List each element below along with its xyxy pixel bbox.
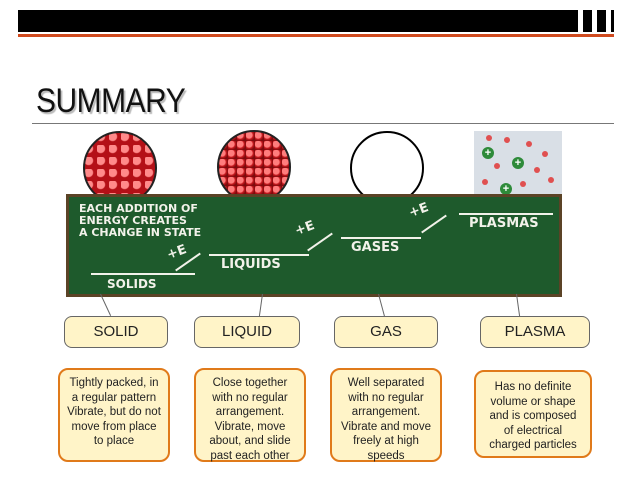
energy-arrow-icon [421, 214, 447, 234]
negative-charge-icon [548, 177, 554, 183]
description-line: past each other [210, 449, 290, 462]
title-underline [32, 123, 614, 124]
energy-arrow-label: +E [407, 200, 431, 221]
description-line: arrangement. [215, 406, 285, 418]
solid-particles-image [83, 131, 157, 205]
description-line: freely at high [353, 435, 419, 447]
board-heading: EACH ADDITION OF ENERGY CREATES A CHANGE… [79, 203, 201, 239]
negative-charge-icon [504, 137, 510, 143]
description-line: Close together [212, 377, 288, 389]
description-line: charged particles [489, 439, 577, 451]
top-bar [18, 10, 614, 32]
callout-gas: GAS [334, 316, 438, 348]
negative-charge-icon [482, 179, 488, 185]
description-line: Has no definite [494, 381, 572, 393]
negative-charge-icon [520, 181, 526, 187]
description-line: Well separated [347, 377, 425, 389]
description-line: Tightly packed, in [69, 377, 159, 389]
callout-pointer [258, 293, 263, 318]
callout-liquid: LIQUID [194, 316, 300, 348]
callout-solid: SOLID [64, 316, 168, 348]
description-line: a regular pattern [71, 391, 157, 404]
description-solid: Tightly packed, in a regular pattern Vib… [58, 368, 170, 462]
description-plasma: Has no definite volume or shape and is c… [474, 370, 592, 458]
negative-charge-icon [534, 167, 540, 173]
description-line: and is composed [489, 410, 577, 422]
chalkboard: EACH ADDITION OF ENERGY CREATES A CHANGE… [66, 194, 562, 297]
callout-pointer [100, 293, 112, 316]
description-liquid: Close together with no regular arrangeme… [194, 368, 306, 462]
board-state-solids: SOLIDS [107, 277, 157, 291]
accent-rule [18, 34, 614, 37]
board-heading-line: ENERGY CREATES [79, 214, 187, 227]
description-line: with no regular [348, 391, 424, 404]
description-line: to place [93, 435, 135, 447]
board-heading-line: A CHANGE IN STATE [79, 226, 202, 239]
negative-charge-icon [494, 163, 500, 169]
positive-charge-icon: + [512, 157, 524, 169]
bar-notch [592, 10, 597, 32]
negative-charge-icon [542, 151, 548, 157]
description-line: Vibrate, but do not [67, 406, 161, 418]
description-line: with no regular [212, 391, 288, 404]
slide-title: SUMMARY [36, 82, 186, 120]
plasmas-level-line [459, 213, 553, 215]
plasma-particles-image: + + + [474, 131, 562, 197]
description-line: Vibrate and move [341, 420, 431, 433]
negative-charge-icon [526, 141, 532, 147]
energy-arrow-label: +E [165, 242, 189, 263]
description-line: speeds [367, 449, 405, 462]
energy-arrow-label: +E [293, 218, 317, 239]
callout-plasma: PLASMA [480, 316, 590, 348]
callout-pointer [378, 293, 386, 318]
negative-charge-icon [486, 135, 492, 141]
bar-notch [606, 10, 611, 32]
description-line: volume or shape [490, 395, 576, 408]
bar-notch [578, 10, 583, 32]
callout-pointer [516, 293, 521, 318]
description-line: Vibrate, move [214, 420, 286, 433]
description-line: move from place [71, 420, 157, 433]
board-state-liquids: LIQUIDS [221, 257, 281, 272]
energy-arrow-icon [307, 232, 333, 252]
liquids-level-line [209, 254, 309, 256]
positive-charge-icon: + [500, 183, 512, 195]
liquid-particles-image [217, 130, 291, 204]
board-state-gases: GASES [351, 240, 400, 255]
gases-level-line [341, 237, 421, 239]
positive-charge-icon: + [482, 147, 494, 159]
description-gas: Well separated with no regular arrangeme… [330, 368, 442, 462]
board-heading-line: EACH ADDITION OF [79, 202, 198, 215]
description-line: of electrical [503, 424, 563, 437]
description-line: about, and slide [209, 435, 291, 447]
solids-level-line [91, 273, 195, 275]
description-line: arrangement. [351, 406, 421, 418]
board-state-plasmas: PLASMAS [469, 216, 539, 231]
